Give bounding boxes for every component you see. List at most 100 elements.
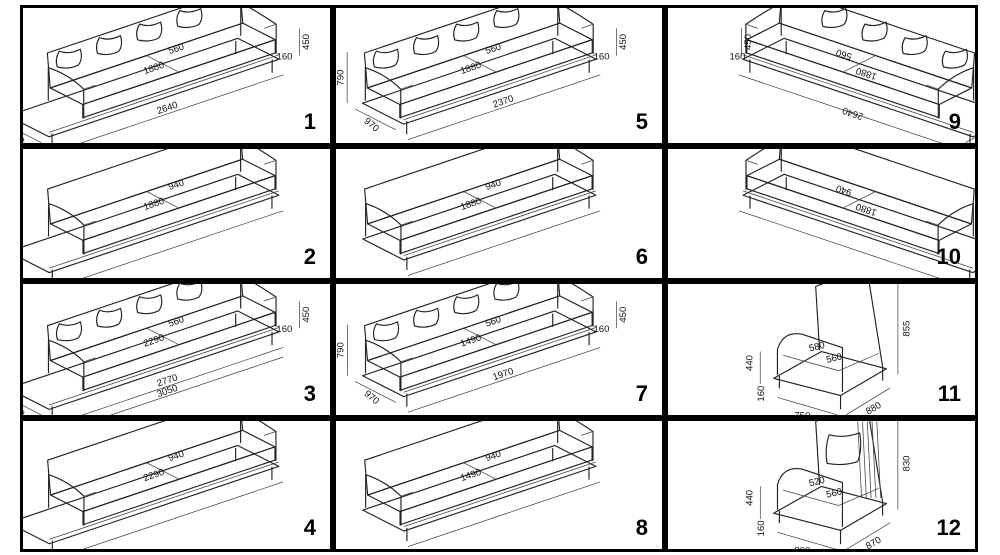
cushion-split bbox=[146, 327, 180, 346]
cushion-split bbox=[146, 462, 180, 480]
panel-number: 9 bbox=[948, 109, 961, 134]
pillow bbox=[825, 432, 862, 466]
cushion-split bbox=[463, 55, 497, 73]
leg-label: 160 bbox=[729, 51, 745, 62]
seat-depth-label: 940 bbox=[167, 177, 186, 193]
backrest-rib bbox=[857, 421, 862, 498]
pillow bbox=[136, 294, 163, 315]
cushion-split bbox=[842, 191, 876, 209]
pillow bbox=[413, 307, 440, 328]
seat-depth-label: 560 bbox=[484, 41, 503, 57]
dimension-line bbox=[846, 522, 891, 549]
armrest-top bbox=[264, 23, 277, 29]
panel-number: 12 bbox=[936, 515, 961, 540]
backrest-rib bbox=[866, 421, 872, 498]
armrest-top bbox=[83, 491, 96, 497]
pillow bbox=[861, 21, 888, 42]
chair-arm bbox=[776, 333, 844, 393]
width-label: 800 bbox=[794, 545, 810, 549]
seat-depth-label: 940 bbox=[167, 449, 186, 465]
panel-1: 264018805607909704501601 bbox=[20, 5, 333, 146]
seat-cushion bbox=[783, 353, 879, 372]
width-label: 1970 bbox=[491, 366, 515, 383]
armrest-top bbox=[400, 220, 413, 226]
base bbox=[362, 173, 597, 261]
dimension-line bbox=[109, 356, 284, 415]
pillow bbox=[55, 321, 83, 342]
armrest-top bbox=[400, 357, 413, 363]
cushion-split bbox=[146, 191, 180, 209]
dimension-line bbox=[79, 74, 284, 143]
seat-depth-label: 940 bbox=[835, 182, 854, 198]
seat-height-label: 440 bbox=[745, 355, 756, 371]
depth-label: 970 bbox=[362, 388, 381, 407]
seat-height-label: 450 bbox=[301, 307, 312, 323]
pillow bbox=[453, 21, 480, 42]
base bbox=[362, 310, 597, 398]
armrest-top bbox=[400, 491, 413, 497]
chair-back bbox=[815, 421, 884, 503]
armrest bbox=[240, 421, 277, 462]
leg bbox=[778, 368, 884, 410]
backrest-rib bbox=[876, 421, 882, 498]
cushion-split bbox=[842, 55, 876, 73]
seat-width-label: 1880 bbox=[142, 196, 166, 213]
armrest bbox=[47, 67, 85, 119]
seat-depth-label: 940 bbox=[484, 449, 503, 465]
seat-width-label: 1880 bbox=[459, 196, 483, 213]
leg-label: 160 bbox=[756, 386, 767, 402]
armrest-top bbox=[83, 220, 96, 226]
dimension-line bbox=[738, 210, 940, 278]
base bbox=[362, 444, 597, 532]
armrest bbox=[365, 202, 402, 255]
depth-label: 970 bbox=[972, 128, 975, 143]
seat-height-label: 450 bbox=[618, 34, 629, 50]
seat-width-label: 1880 bbox=[142, 60, 166, 77]
backrest bbox=[364, 149, 561, 225]
sofa-drawing-11: 855440160750880580560 bbox=[745, 284, 912, 415]
dimension-line bbox=[23, 405, 42, 415]
dimension-line bbox=[846, 387, 891, 415]
pillow bbox=[901, 35, 928, 56]
panel-number: 1 bbox=[303, 109, 316, 134]
sofa-drawing-3: 277030502290560790970450160 bbox=[23, 284, 312, 415]
base bbox=[23, 173, 280, 274]
armrest-top bbox=[745, 23, 758, 29]
base-edge bbox=[49, 327, 280, 406]
panel-number: 3 bbox=[303, 381, 316, 406]
panel-11: 85544016075088058056011 bbox=[665, 281, 978, 418]
cushion-split bbox=[146, 55, 180, 73]
pillow bbox=[412, 35, 440, 56]
panel-number: 8 bbox=[635, 515, 648, 540]
pillow bbox=[55, 48, 82, 69]
seat-depth-label: 560 bbox=[167, 41, 186, 57]
base bbox=[23, 37, 280, 138]
panel-number: 5 bbox=[635, 109, 648, 134]
seat-width-label: 580 bbox=[808, 340, 826, 355]
pillow bbox=[493, 8, 520, 29]
armrest bbox=[240, 149, 277, 190]
panel-number: 6 bbox=[635, 244, 648, 269]
panel-number: 11 bbox=[937, 381, 961, 406]
backrest bbox=[363, 284, 561, 362]
armrest bbox=[364, 67, 402, 119]
base-edge bbox=[742, 190, 973, 269]
chair-base bbox=[773, 485, 887, 531]
dimension-line bbox=[407, 481, 601, 547]
base-edge bbox=[403, 327, 597, 393]
backrest bbox=[46, 8, 244, 89]
dimension-line bbox=[777, 397, 837, 415]
width-label: 2640 bbox=[156, 100, 180, 117]
depth-label: 970 bbox=[23, 128, 26, 143]
base bbox=[742, 37, 975, 138]
dimension-line bbox=[82, 210, 284, 278]
dimension-line bbox=[407, 210, 601, 276]
chair-back bbox=[815, 284, 884, 368]
